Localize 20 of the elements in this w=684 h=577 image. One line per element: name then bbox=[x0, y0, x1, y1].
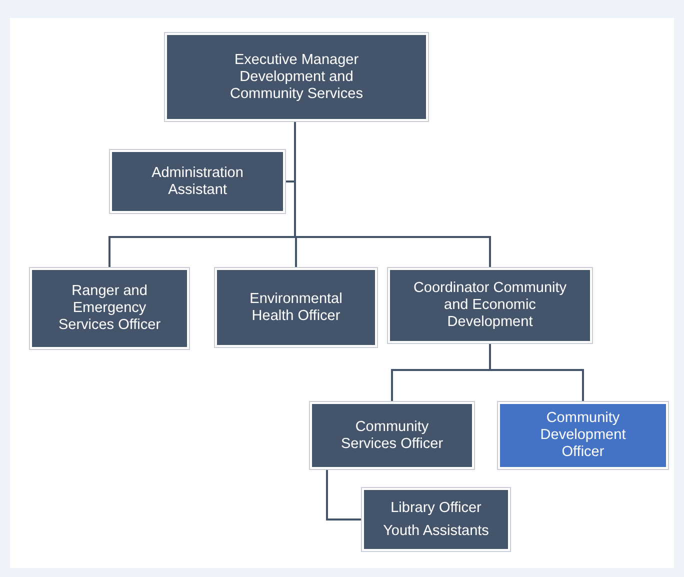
org-box bbox=[165, 33, 428, 121]
position-title: Ranger and Emergency Services Officer bbox=[57, 283, 162, 334]
position-title: Executive Manager Development and Community Services bbox=[229, 52, 364, 102]
org-box bbox=[110, 150, 285, 213]
position-title: Youth Assistants bbox=[383, 522, 489, 540]
org-box bbox=[215, 268, 377, 347]
org-box bbox=[498, 402, 668, 469]
connector-line bbox=[489, 343, 584, 402]
position-title: Environmental Health Officer bbox=[248, 290, 344, 324]
org-box bbox=[30, 268, 189, 349]
org-box bbox=[310, 402, 474, 469]
position-title: Community Development Officer bbox=[539, 410, 627, 461]
position-title: Library Officer bbox=[390, 500, 482, 516]
position-title: Coordinator Community and Economic Development bbox=[412, 280, 568, 331]
connector-line bbox=[326, 469, 362, 520]
position-title: Administration Assistant bbox=[150, 164, 244, 198]
position-title: Community Services Officer bbox=[340, 418, 444, 452]
connector-line bbox=[294, 121, 491, 268]
org-box bbox=[388, 268, 592, 343]
org-box bbox=[362, 488, 510, 551]
